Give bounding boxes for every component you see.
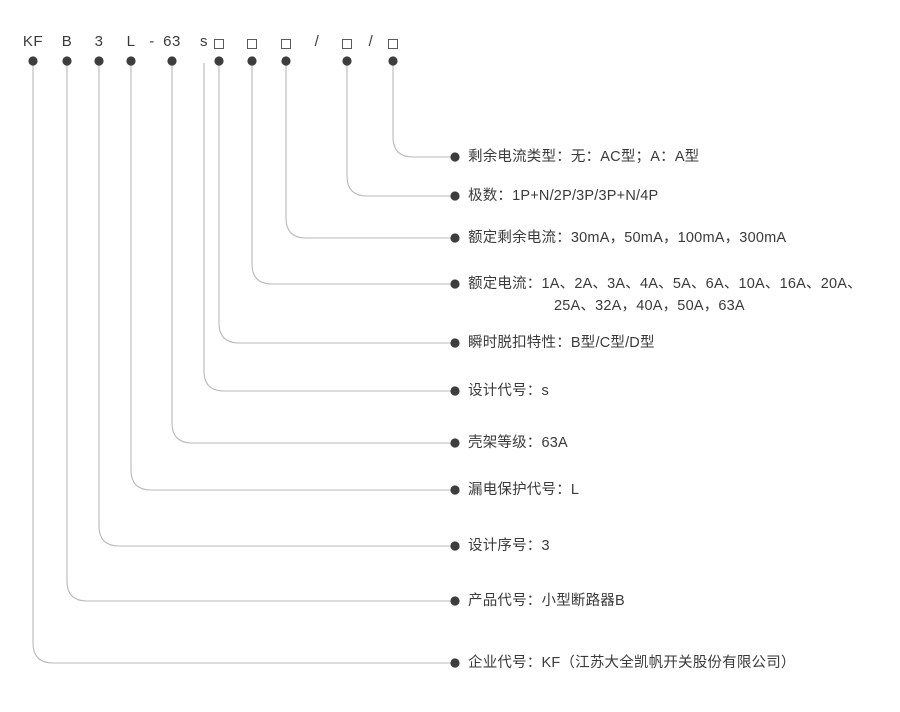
callout-enterprise-code: 企业代号：KF（江苏大全凯帆开关股份有限公司） (468, 652, 796, 674)
callout-poles: 极数：1P+N/2P/3P/3P+N/4P (468, 185, 658, 207)
code-seg-3: 3 (94, 33, 104, 50)
bullet-callout-rated-residual-current (450, 233, 460, 243)
callout-product-code: 产品代号：小型断路器B (468, 590, 625, 612)
bullet-callout-design-serial (450, 541, 460, 551)
bullet-callout-enterprise-code (450, 658, 460, 668)
code-seg-box-3 (281, 39, 291, 49)
wire-callout-residual-current-type (392, 63, 455, 158)
code-seg-63: 63 (163, 33, 181, 50)
bullet-callout-rated-current (450, 279, 460, 289)
bullet-callout-residual-current-type (450, 152, 460, 162)
wire-callout-design-code (203, 63, 455, 392)
code-seg-slash-1: / (314, 33, 320, 50)
callout-rated-residual-current: 额定剩余电流：30mA，50mA，100mA，300mA (468, 227, 786, 249)
code-seg-kf: KF (22, 33, 44, 50)
bullet-callout-leakage-protection-code (450, 485, 460, 495)
code-seg-s: s (200, 33, 208, 50)
callout-leakage-protection-code: 漏电保护代号：L (468, 479, 579, 501)
wire-callout-poles (346, 63, 455, 197)
stem-dot-seg-box-4 (342, 56, 352, 66)
stem-dot-seg-box-1 (214, 56, 224, 66)
wire-callout-rated-current (251, 63, 455, 285)
stem-dot-seg-kf (28, 56, 38, 66)
callout-frame-rating-line1: 壳架等级：63A (468, 435, 568, 451)
wire-callout-rated-residual-current (285, 63, 455, 239)
callout-rated-residual-current-line1: 额定剩余电流：30mA，50mA，100mA，300mA (468, 230, 787, 246)
callout-enterprise-code-line1: 企业代号：KF（江苏大全凯帆开关股份有限公司） (468, 655, 796, 671)
callout-design-serial-line1: 设计序号：3 (468, 538, 550, 554)
callout-residual-current-type: 剩余电流类型：无：AC型；A：A型 (468, 146, 699, 168)
stem-dot-seg-box-3 (281, 56, 291, 66)
wire-callout-frame-rating (171, 63, 455, 444)
bullet-callout-frame-rating (450, 438, 460, 448)
callout-instantaneous-trip: 瞬时脱扣特性：B型/C型/D型 (468, 332, 655, 354)
bullet-callout-design-code (450, 386, 460, 396)
callout-frame-rating: 壳架等级：63A (468, 432, 568, 454)
code-seg-b: B (61, 33, 73, 50)
callout-rated-current-line1: 额定电流：1A、2A、3A、4A、5A、6A、10A、16A、20A、 (468, 276, 862, 292)
code-seg-l: L (126, 33, 136, 50)
wire-callout-design-serial (98, 63, 455, 547)
wire-callout-enterprise-code (32, 63, 455, 664)
callout-design-serial: 设计序号：3 (468, 535, 550, 557)
callout-residual-current-type-line1: 剩余电流类型：无：AC型；A：A型 (468, 149, 700, 165)
callout-product-code-line1: 产品代号：小型断路器B (468, 593, 625, 609)
callout-rated-current: 额定电流：1A、2A、3A、4A、5A、6A、10A、16A、20A、 25A、3… (468, 273, 862, 318)
wire-callout-leakage-protection-code (130, 63, 455, 491)
code-seg-slash-2: / (368, 33, 374, 50)
code-seg-box-4 (342, 39, 352, 49)
stem-dot-seg-l (126, 56, 136, 66)
stem-dot-seg-63 (167, 56, 177, 66)
bullet-callout-instantaneous-trip (450, 338, 460, 348)
code-seg-box-2 (247, 39, 257, 49)
code-seg-box-1 (214, 39, 224, 49)
callout-rated-current-line2: 25A、32A，40A，50A，63A (554, 298, 745, 315)
stem-dot-seg-3 (94, 56, 104, 66)
code-seg-box-5 (388, 39, 398, 49)
stem-dot-seg-box-2 (247, 56, 257, 66)
stem-dot-seg-b (62, 56, 72, 66)
callout-poles-line1: 极数：1P+N/2P/3P/3P+N/4P (468, 188, 659, 204)
callout-design-code: 设计代号：s (468, 380, 549, 402)
bullet-callout-product-code (450, 596, 460, 606)
bullet-callout-poles (450, 191, 460, 201)
wire-callout-instantaneous-trip (218, 63, 455, 344)
stem-dot-seg-box-5 (388, 56, 398, 66)
code-seg-dash: - (149, 33, 155, 50)
callout-instantaneous-trip-line1: 瞬时脱扣特性：B型/C型/D型 (468, 335, 655, 351)
wire-callout-product-code (66, 63, 455, 602)
callout-leakage-protection-code-line1: 漏电保护代号：L (468, 482, 580, 498)
callout-design-code-line1: 设计代号：s (468, 383, 549, 399)
